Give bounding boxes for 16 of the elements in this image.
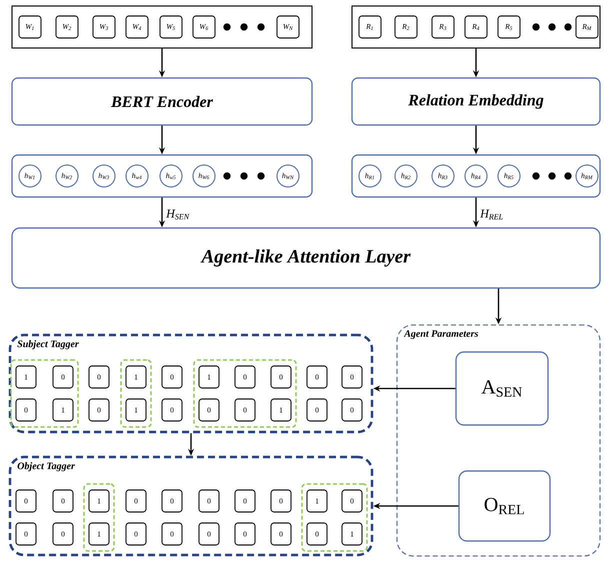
hidden-state-box [351, 154, 601, 198]
span-group-box [83, 483, 115, 552]
token-sequence-box [352, 6, 600, 48]
edge-label: H$_{SEN}$ [165, 208, 191, 220]
encoder-box: Relation Embedding [351, 77, 601, 126]
edge-label: H$_{REL}$ [479, 208, 505, 220]
parameter-box: O$_{REL}$ [458, 470, 551, 542]
hidden-state-box [11, 154, 313, 198]
span-group-box [10, 359, 79, 428]
attention-layer-box: Agent-like Attention Layer [11, 227, 601, 289]
token-sequence-box [12, 6, 312, 48]
encoder-box: BERT Encoder [11, 77, 313, 126]
parameter-box: A$_{SEN}$ [455, 351, 549, 426]
span-group-box [301, 483, 368, 552]
span-group-box [120, 359, 152, 428]
span-group-box [193, 359, 297, 428]
